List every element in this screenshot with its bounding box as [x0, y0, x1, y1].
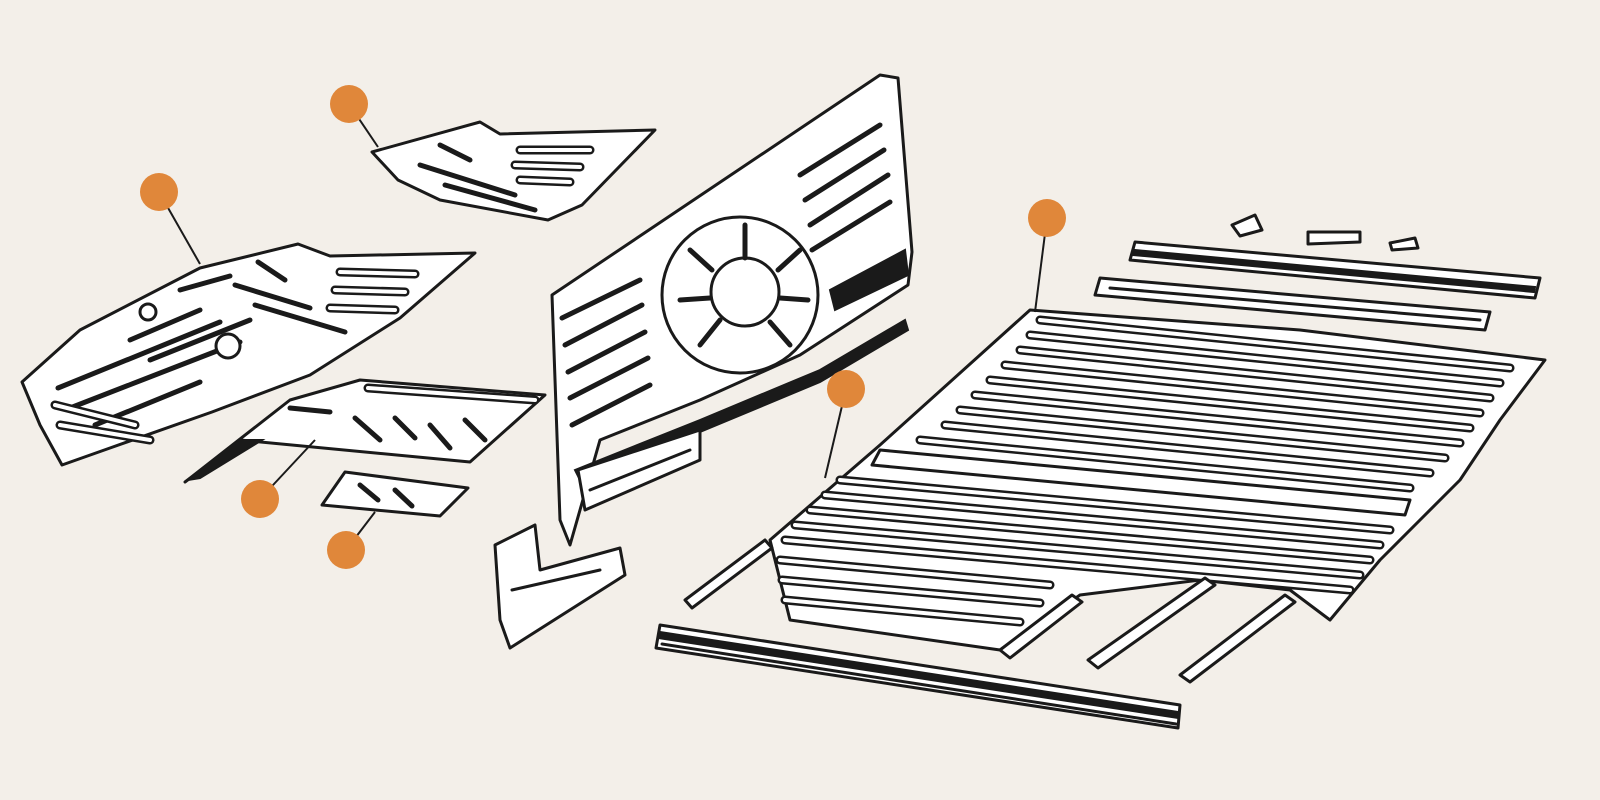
floor-cross-members [683, 538, 1297, 684]
upper-front-floor-pan [370, 120, 657, 222]
hotspot-upper-front-floor-pan[interactable] [330, 85, 368, 123]
hotspot-main-cargo-floor[interactable] [1028, 199, 1066, 237]
lower-sill-rail [654, 623, 1182, 730]
hotspot-small-floor-patch[interactable] [327, 531, 365, 569]
hotspot-center-floor-section[interactable] [241, 480, 279, 518]
large-left-floor-pan [20, 242, 477, 467]
rear-bulkhead-panel [550, 73, 914, 547]
hotspot-markers [140, 85, 1066, 569]
main-cargo-floor [768, 308, 1547, 652]
upper-cross-rails [1093, 213, 1542, 332]
bulkhead-corner-piece [493, 523, 627, 650]
small-floor-patch [320, 470, 470, 518]
center-floor-section [183, 378, 547, 484]
hotspot-rear-bulkhead-floor[interactable] [827, 370, 865, 408]
hotspot-large-left-floor-pan[interactable] [140, 173, 178, 211]
